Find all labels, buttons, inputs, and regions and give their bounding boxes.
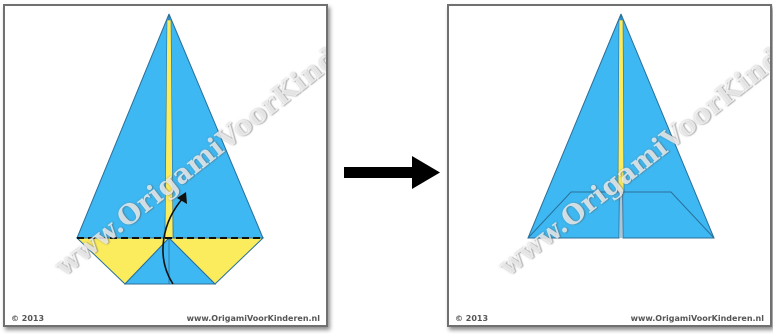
center-strip xyxy=(618,20,624,192)
site-url: www.OrigamiVoorKinderen.nl xyxy=(187,314,320,323)
site-url: www.OrigamiVoorKinderen.nl xyxy=(631,314,764,323)
origami-model-before xyxy=(5,6,326,325)
step-panel-before: www.OrigamiVoorKinderen.nl © 2013 www.Or… xyxy=(3,4,328,327)
step-panel-after: www.OrigamiVoorKinderen.nl © 2013 www.Or… xyxy=(447,4,772,327)
left-face xyxy=(77,14,169,238)
right-face xyxy=(621,14,714,238)
origami-model-after xyxy=(449,6,770,325)
left-face xyxy=(528,14,621,238)
right-face xyxy=(169,14,263,238)
right-arrow-icon xyxy=(344,156,440,190)
copyright-notice: © 2013 xyxy=(11,314,44,323)
copyright-notice: © 2013 xyxy=(455,314,488,323)
